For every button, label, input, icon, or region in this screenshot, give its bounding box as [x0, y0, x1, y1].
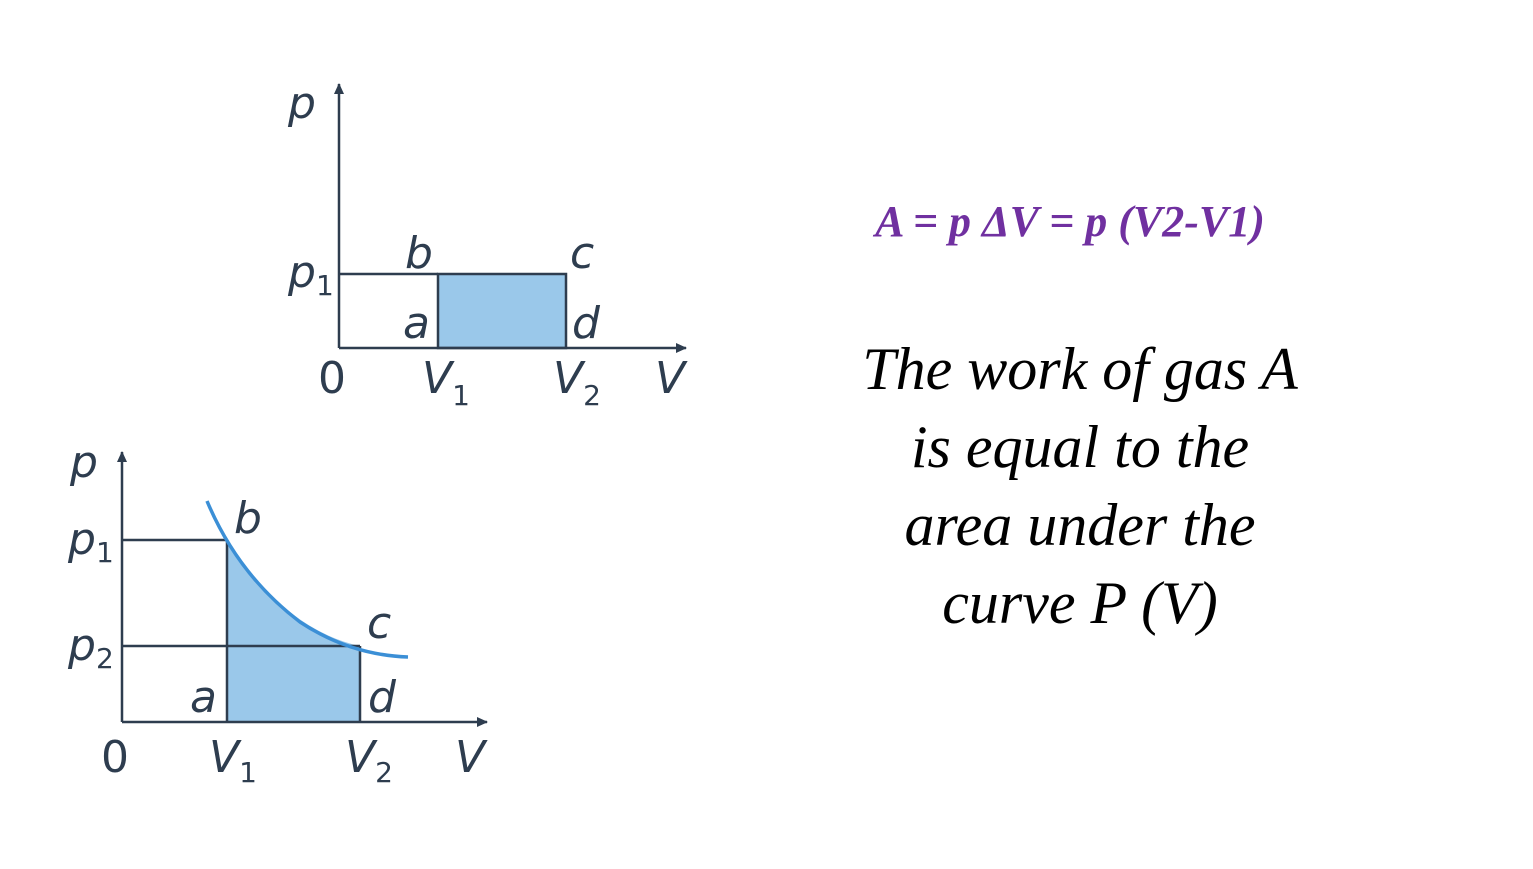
statement-line-2: is equal to the: [910, 414, 1250, 480]
point-c-label: c: [367, 598, 391, 649]
point-d-label: d: [368, 672, 397, 723]
statement-line-1: The work of gas A: [862, 336, 1298, 402]
isobaric-diagram: p V 0 p1 V1 V2 b c a d: [287, 78, 688, 412]
pressure-curve: [205, 500, 409, 659]
work-statement: The work of gas A is equal to the area u…: [780, 330, 1380, 642]
point-a-label: a: [403, 298, 430, 349]
point-d-label: d: [572, 298, 601, 349]
work-area-rect: [436, 272, 568, 350]
point-b-label: b: [234, 493, 262, 544]
p2-label: p2: [67, 620, 114, 675]
v2-label: V2: [345, 732, 393, 789]
v1-label: V1: [209, 732, 257, 789]
curve-diagram: p V 0 p1 p2 V1 V2 b c a d: [67, 437, 488, 789]
v-axis-label: V: [455, 732, 488, 783]
origin-label: 0: [101, 732, 129, 783]
v-axis-label: V: [655, 353, 688, 404]
statement-line-3: area under the: [904, 492, 1256, 558]
statement-line-4: curve P (V): [942, 570, 1218, 636]
p1-label: p1: [67, 514, 114, 569]
point-c-label: c: [570, 228, 594, 279]
p-axis-label: p: [287, 78, 316, 129]
p-axis-label: p: [69, 437, 98, 488]
v1-label: V1: [422, 353, 470, 412]
v2-label: V2: [553, 353, 601, 412]
p1-label: p1: [287, 247, 334, 302]
point-b-label: b: [405, 228, 433, 279]
work-formula: A = p ΔV = p (V2-V1): [875, 197, 1265, 246]
origin-label: 0: [318, 353, 346, 404]
point-a-label: a: [190, 672, 217, 723]
